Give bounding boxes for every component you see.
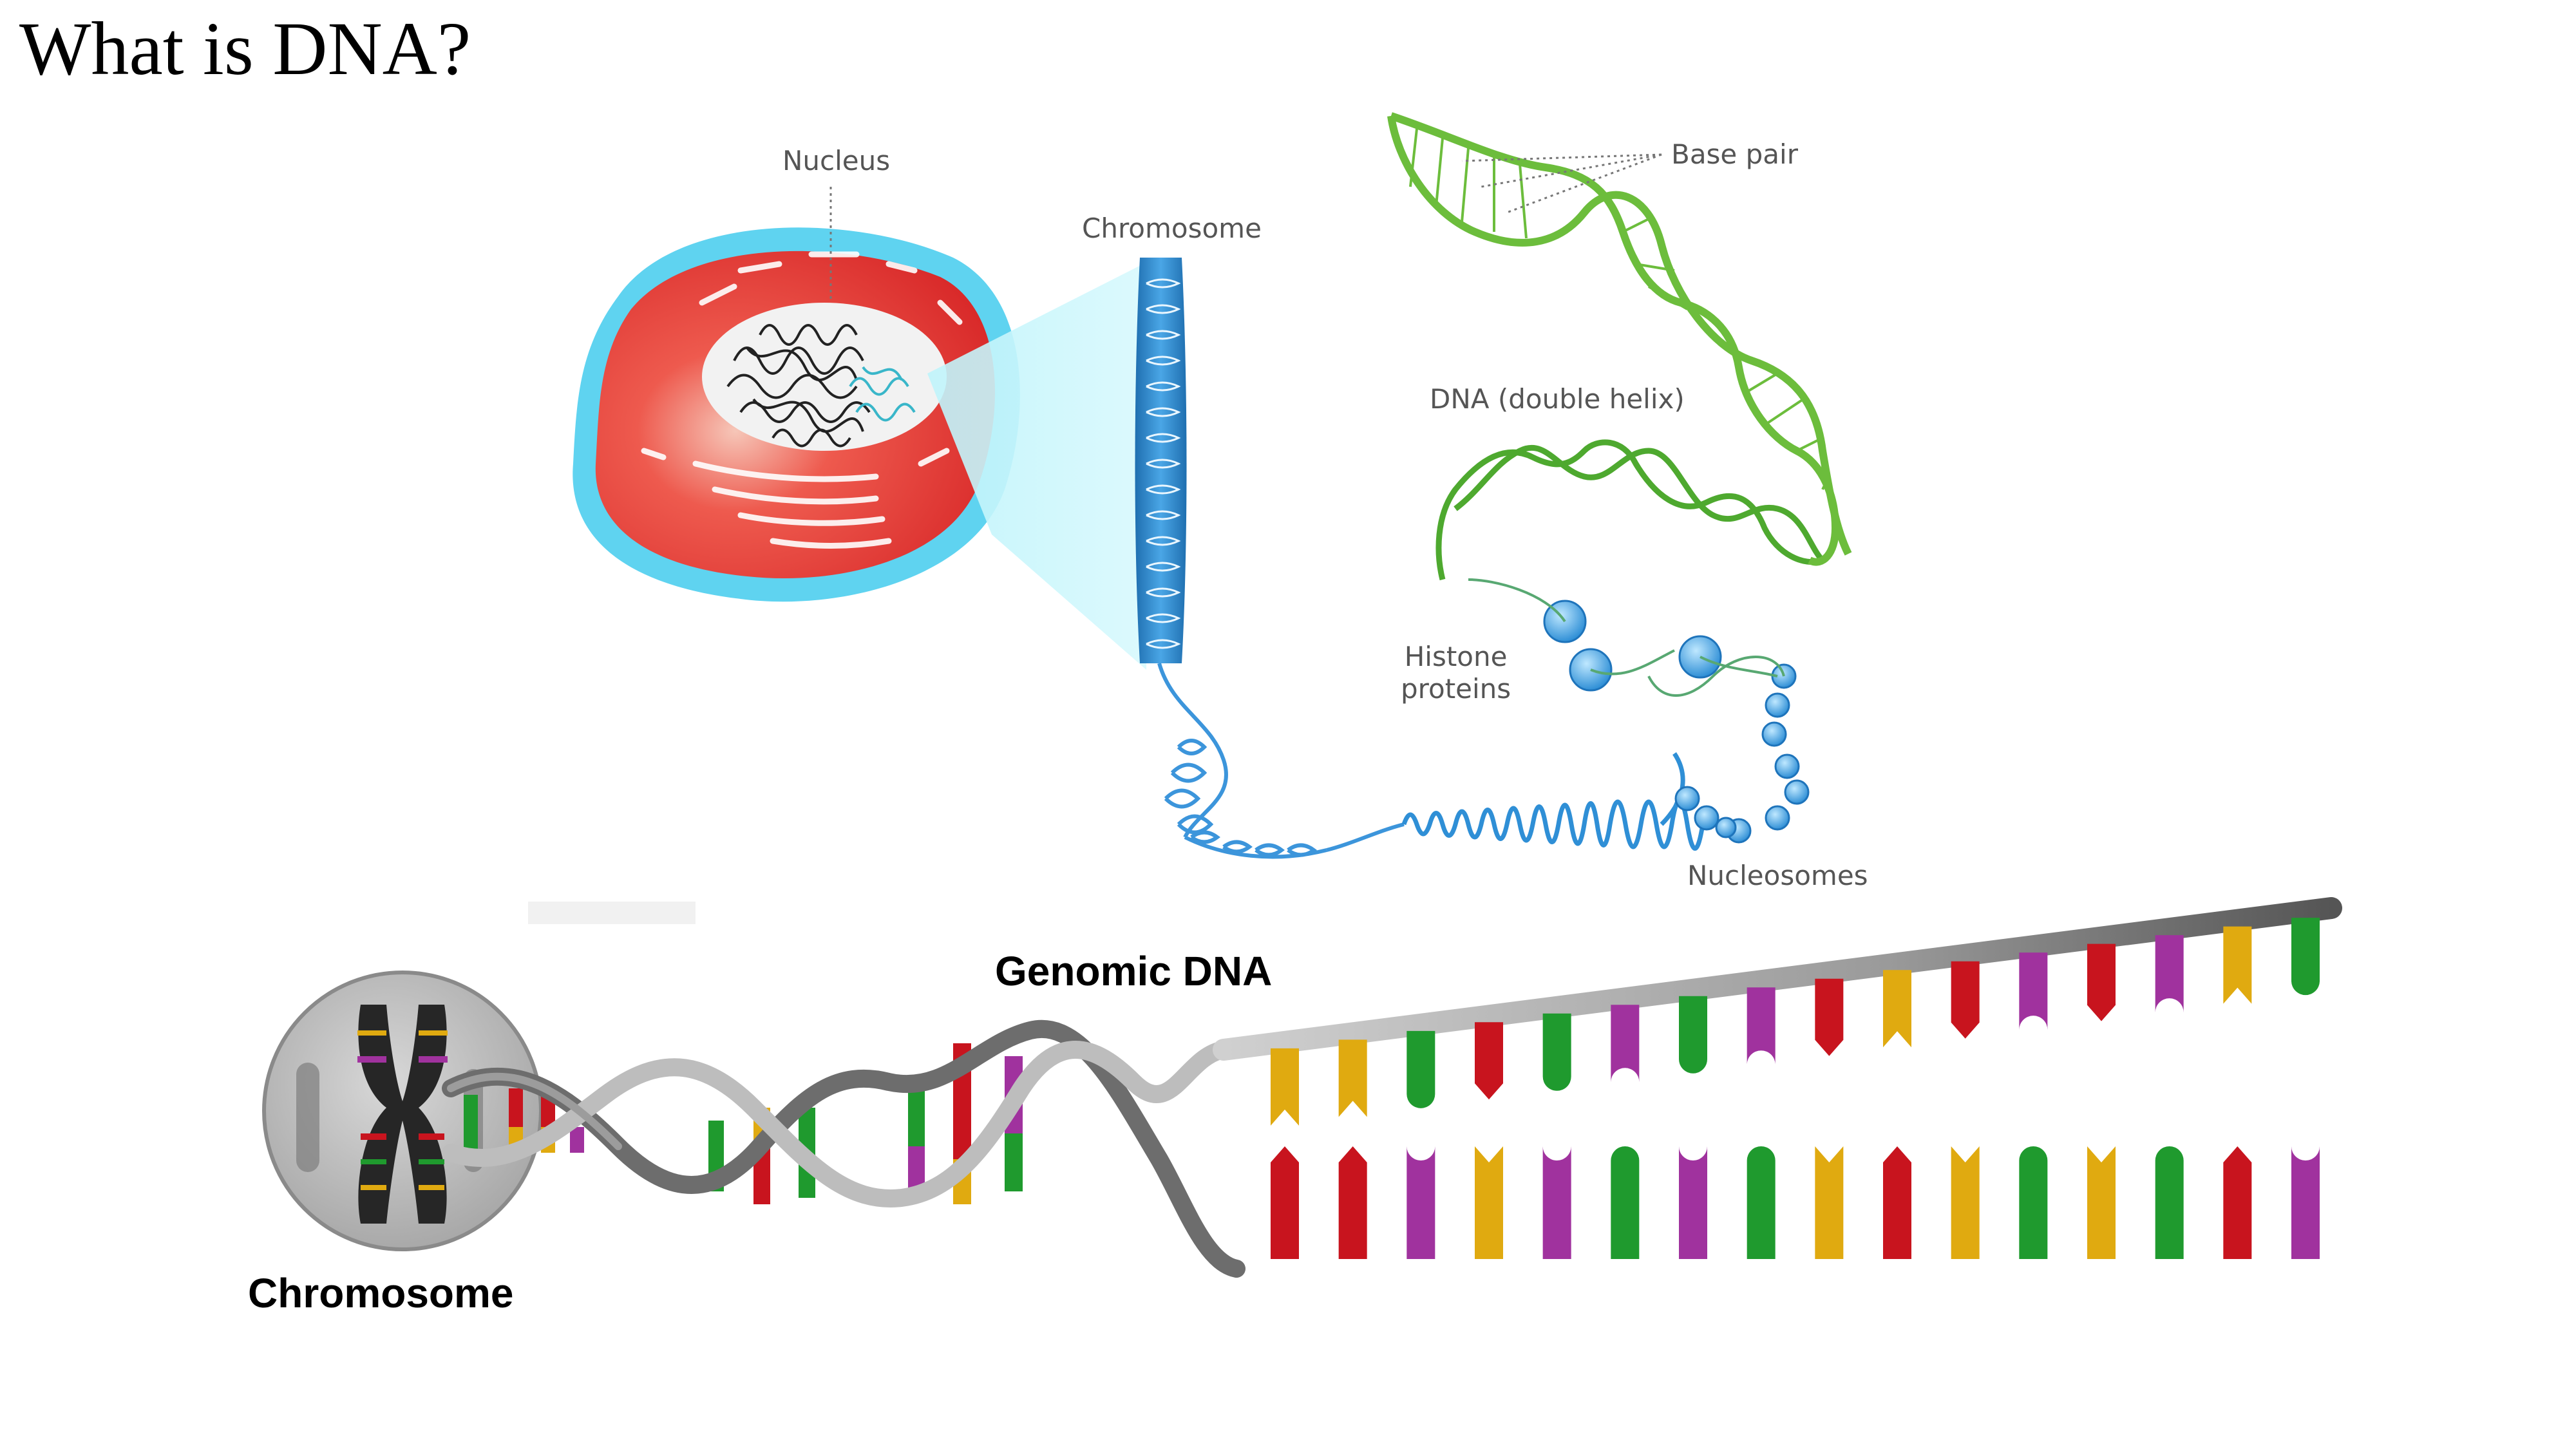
nucleus-label: Nucleus: [782, 145, 891, 176]
cell: [573, 227, 1020, 602]
bottom-base-green: [2019, 1146, 2048, 1259]
dna-double-helix: [1387, 112, 1852, 566]
top-base-yellow: [1883, 970, 1911, 1048]
top-base-purple: [2019, 952, 2048, 1030]
ladder-top-bases: [1271, 918, 2320, 1126]
bottom-base-green: [2155, 1146, 2184, 1259]
top-base-purple: [1611, 1005, 1640, 1083]
top-base-purple: [1747, 987, 1776, 1065]
bottom-base-purple: [1542, 1146, 1571, 1259]
solenoid-fiber: [1401, 752, 1705, 851]
histone-label-line2: proteins: [1401, 673, 1511, 705]
top-base-green: [2291, 918, 2320, 996]
histone-proteins-label: Histone proteins: [1401, 641, 1511, 706]
bottom-base-yellow: [1475, 1146, 1503, 1259]
zoom-beam: [927, 264, 1146, 670]
histone-label-line1: Histone: [1404, 641, 1508, 672]
helix-backbone: [442, 1019, 1245, 1278]
slide-title: What is DNA?: [19, 6, 471, 91]
chromosome-rod: [1135, 258, 1187, 663]
dna-helix-lower: [1435, 439, 1825, 581]
top-base-red: [1815, 978, 1844, 1056]
ladder-bottom-bases: [1271, 1146, 2320, 1259]
top-base-green: [1406, 1030, 1435, 1108]
top-base-green: [1679, 996, 1707, 1074]
chromosome-closeup: [262, 971, 543, 1251]
nucleosome-beads: [1674, 663, 1810, 844]
top-base-green: [1542, 1013, 1571, 1091]
bottom-base-red: [1271, 1146, 1299, 1259]
top-base-red: [2087, 943, 2116, 1021]
bottom-base-yellow: [1951, 1146, 1980, 1259]
chromatin-fiber: [1157, 663, 1405, 859]
histone-spools: [1543, 600, 1722, 692]
nucleosomes-label: Nucleosomes: [1687, 860, 1868, 891]
bottom-base-yellow: [1815, 1146, 1844, 1259]
chromosome-top-label: Chromosome: [1082, 213, 1262, 244]
bottom-base-red: [2223, 1146, 2252, 1259]
bottom-base-purple: [2291, 1146, 2320, 1259]
top-base-yellow: [1338, 1039, 1367, 1117]
top-base-yellow: [1271, 1048, 1299, 1126]
top-base-yellow: [2223, 926, 2252, 1004]
top-base-red: [1951, 961, 1980, 1039]
bottom-base-yellow: [2087, 1146, 2116, 1259]
bottom-base-green: [1747, 1146, 1776, 1259]
base-pair-leader: [1461, 153, 1662, 214]
base-pair-label: Base pair: [1671, 138, 1798, 170]
bottom-base-purple: [1679, 1146, 1707, 1259]
nucleus: [702, 303, 947, 451]
bottom-base-green: [1611, 1146, 1640, 1259]
double-helix-label: DNA (double helix): [1430, 383, 1685, 415]
ladder-rails: [1213, 897, 2342, 1280]
bottom-base-red: [1338, 1146, 1367, 1259]
bottom-base-purple: [1406, 1146, 1435, 1259]
top-base-purple: [2155, 935, 2184, 1013]
top-base-red: [1475, 1022, 1503, 1100]
helix-base-pairs: [464, 1043, 1023, 1204]
genomic-dna-label: Genomic DNA: [995, 948, 1273, 994]
chromosome-bottom-label: Chromosome: [248, 1270, 514, 1316]
bottom-base-red: [1883, 1146, 1911, 1259]
